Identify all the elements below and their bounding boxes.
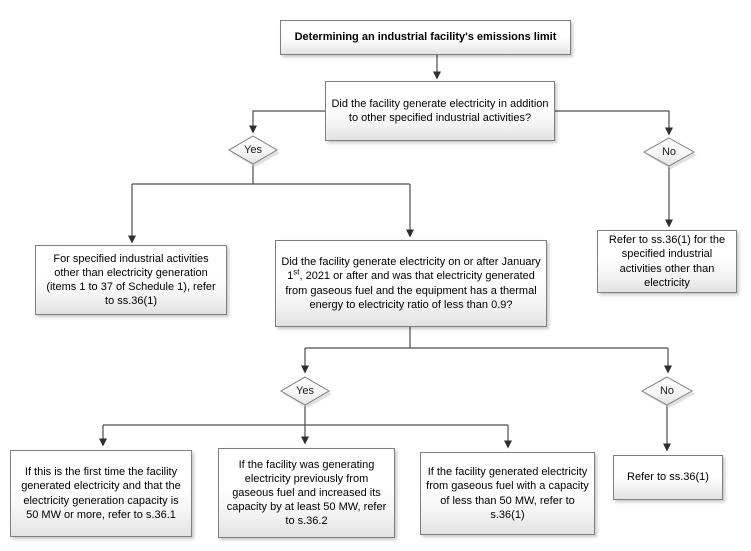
- decision-no-1-label: No: [661, 146, 677, 158]
- superscript-st: st: [293, 267, 300, 277]
- outcome-less-than-50mw-label: If the facility generated electricity fr…: [426, 466, 589, 521]
- action-other-specified-activities: For specified industrial activities othe…: [35, 245, 227, 315]
- decision-yes-1-label: Yes: [244, 144, 262, 156]
- outcome-first-time-50mw: If this is the first time the facility g…: [10, 450, 192, 537]
- outcome-refer-ss361: Refer to ss.36(1): [613, 455, 723, 500]
- edge-yes2-split: [103, 405, 508, 426]
- decision-yes-2-label: Yes: [296, 385, 314, 397]
- outcome-first-time-50mw-label: If this is the first time the facility g…: [21, 466, 181, 521]
- question-gaseous-fuel-ratio: Did the facility generate electricity on…: [275, 240, 547, 327]
- outcome-refer-ss361-label: Refer to ss.36(1): [627, 471, 709, 484]
- outcome-increased-capacity-label: If the facility was generating electrici…: [226, 458, 387, 528]
- decision-no-2-label: No: [659, 385, 675, 397]
- action-refer-ss361-other-activities-label: Refer to ss.36(1) for the specified indu…: [608, 234, 726, 289]
- start-node-label: Determining an industrial facility's emi…: [294, 31, 557, 44]
- outcome-increased-capacity: If the facility was generating electrici…: [218, 448, 395, 538]
- action-refer-ss361-other-activities: Refer to ss.36(1) for the specified indu…: [597, 230, 737, 293]
- edge-q1-yes1: [249, 110, 325, 134]
- edge-q1-no1: [555, 110, 673, 136]
- question-gaseous-fuel-ratio-label: Did the facility generate electricity on…: [281, 256, 541, 311]
- edge-q2-split: [305, 327, 668, 349]
- action-other-specified-activities-label: For specified industrial activities othe…: [46, 252, 216, 308]
- outcome-less-than-50mw: If the facility generated electricity fr…: [420, 452, 595, 535]
- start-node: Determining an industrial facility's emi…: [280, 20, 571, 55]
- question-generate-electricity-label: Did the facility generate electricity in…: [331, 97, 549, 124]
- edge-yes1-split: [132, 164, 410, 185]
- question-generate-electricity: Did the facility generate electricity in…: [325, 81, 555, 141]
